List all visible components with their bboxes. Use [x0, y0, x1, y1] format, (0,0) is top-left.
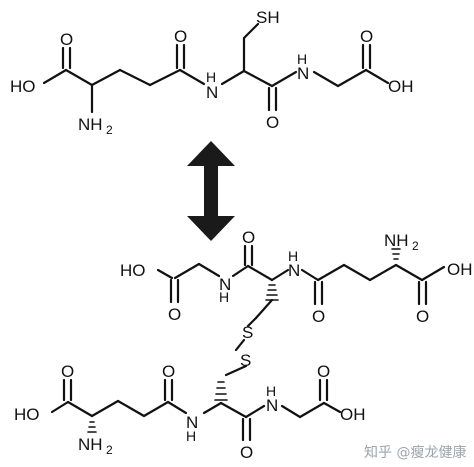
atom-label-h: H: [219, 289, 229, 305]
atom-label-o: O: [416, 307, 429, 326]
bond: [394, 263, 424, 282]
bond: [178, 68, 206, 86]
atom-label-n: N: [219, 275, 231, 294]
atom-label-n: N: [266, 396, 278, 415]
bond: [420, 265, 446, 282]
atom-label-s: S: [242, 323, 253, 342]
bond: [300, 268, 320, 282]
atom-label-nh2: NH 2: [78, 435, 113, 457]
atom-label-h: H: [288, 248, 298, 264]
atom-label-n: N: [297, 64, 309, 83]
molecule-oxidized-glutathione: NH 2 HO O N H O N H O OH O S S O HO NH 2…: [14, 228, 473, 462]
atom-label-h: H: [297, 51, 307, 67]
atom-label-nh2: NH 2: [78, 115, 113, 137]
stereo-hash-bond: [214, 381, 228, 401]
bond: [50, 400, 70, 414]
atom-label-oh: OH: [447, 260, 473, 279]
atom-label-nh: NH: [384, 231, 409, 250]
bond: [364, 68, 390, 85]
bond: [254, 298, 274, 320]
atom-label-o: O: [240, 443, 253, 462]
atom-label-o: O: [174, 27, 187, 46]
bond: [118, 68, 152, 87]
molecule-reduced-glutathione: SH O HO NH 2 O N H N H O O OH: [10, 8, 414, 137]
atom-label-subscript-2: 2: [106, 123, 113, 137]
bond: [242, 22, 260, 40]
atom-label-nh: NH: [78, 115, 103, 134]
bond: [244, 404, 266, 419]
bond: [316, 263, 346, 282]
atom-label-n: N: [206, 83, 218, 102]
bond: [246, 264, 274, 282]
bond: [219, 401, 248, 419]
atom-label-ho: HO: [120, 261, 146, 280]
atom-label-n: N: [186, 413, 198, 432]
bond: [156, 268, 174, 280]
bond: [280, 404, 302, 419]
atom-label-h: H: [206, 69, 216, 85]
bond: [270, 268, 290, 282]
bond: [322, 401, 342, 414]
atom-label-subscript-2: 2: [412, 239, 419, 253]
bond: [298, 401, 326, 419]
atom-label-sh: SH: [256, 8, 280, 27]
atom-label-o: O: [60, 30, 73, 49]
bond: [197, 262, 221, 278]
atom-label-s: S: [240, 351, 251, 370]
bond: [231, 264, 250, 278]
bond: [116, 399, 146, 418]
watermark: 知乎 @瘦龙健康: [364, 444, 466, 461]
atom-label-subscript-2: 2: [106, 443, 113, 457]
atom-label-o: O: [360, 27, 373, 46]
bond: [336, 68, 368, 88]
atom-label-h: H: [266, 383, 276, 399]
atom-label-h: H: [186, 428, 196, 444]
bond: [224, 364, 248, 377]
bond: [270, 70, 298, 88]
atom-label-o: O: [317, 362, 330, 381]
atom-label-o: O: [312, 307, 325, 326]
atom-label-oh: OH: [388, 77, 414, 96]
atom-label-nh: NH: [78, 435, 103, 454]
bond: [148, 68, 182, 87]
bond: [234, 338, 246, 352]
bond: [90, 399, 120, 418]
stereo-hash-bond: [391, 248, 401, 260]
atom-label-oh: OH: [340, 405, 366, 424]
bond: [242, 69, 274, 88]
bond: [42, 68, 68, 85]
bond: [166, 400, 188, 415]
atom-label-ho: HO: [14, 405, 40, 424]
atom-label-ho: HO: [10, 77, 36, 96]
bonds-top: [42, 22, 390, 114]
atom-label-o: O: [266, 113, 279, 132]
bond: [64, 68, 94, 87]
bond: [202, 401, 223, 415]
watermark-text: 知乎 @瘦龙健康: [364, 444, 466, 461]
double-headed-arrow-icon: [187, 141, 235, 241]
atom-label-o: O: [168, 305, 181, 324]
bonds-bottom: [50, 244, 446, 442]
bond: [246, 316, 258, 328]
atom-label-nh2: NH 2: [384, 231, 419, 253]
atom-label-n: N: [288, 261, 300, 280]
bond: [173, 262, 201, 280]
atom-label-o: O: [242, 228, 255, 247]
bond: [66, 400, 94, 418]
bond: [142, 400, 170, 418]
atom-label-o: O: [61, 362, 74, 381]
stereo-hash-bond: [265, 284, 279, 301]
stereo-hash-bond: [87, 421, 97, 433]
bond: [342, 263, 372, 282]
bond: [90, 68, 122, 87]
atom-label-o: O: [162, 362, 175, 381]
bond: [368, 263, 398, 282]
bond: [220, 69, 246, 86]
bond: [312, 70, 340, 88]
